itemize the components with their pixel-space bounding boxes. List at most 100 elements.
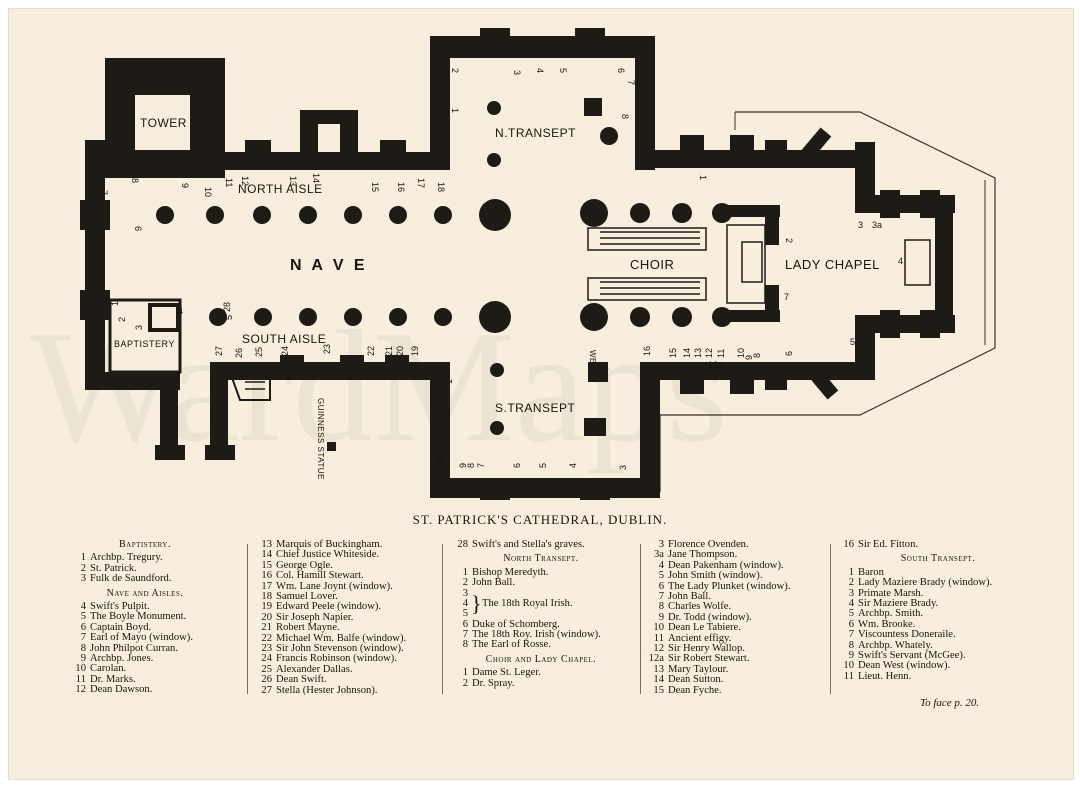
column-divider — [442, 544, 443, 694]
plan-number-south-transept: 9 — [458, 463, 468, 468]
plan-number-south-wall: 26 — [234, 348, 244, 358]
plan-number-choir-south: 11 — [716, 349, 726, 358]
plan-number-north-transept: 3 — [512, 70, 522, 75]
plan-number-lady-chapel: 3a — [872, 220, 882, 230]
plan-number-south-transept: 6 — [512, 463, 522, 468]
plan-number-south-transept: 8 — [466, 463, 476, 468]
plan-number-north-wall: 12 — [240, 176, 250, 186]
plan-number-north-wall: 13 — [288, 176, 298, 186]
cathedral-floor-plan: WardMaps — [30, 28, 996, 500]
plan-number-south-wall: 27 — [214, 346, 224, 356]
label-n-transept: N.TRANSEPT — [495, 126, 576, 140]
plan-number-north-wall: 7 — [99, 190, 109, 195]
plan-number-south-transept: 5 — [538, 463, 548, 468]
plan-number-north-transept: 7 — [626, 80, 636, 85]
plan-number-north-transept: 8 — [620, 114, 630, 119]
plan-number-north-transept: 5 — [558, 68, 568, 73]
plan-number-baptistery: 3 — [134, 325, 144, 330]
plan-number-baptistery: 28 — [222, 302, 232, 312]
plan-number-choir-south: 16 — [642, 346, 652, 356]
plan-number-choir-south: 12a — [708, 360, 723, 370]
legend-heading-nave-aisles: Nave and Aisles. — [106, 587, 184, 599]
label-s-transept: S.TRANSEPT — [495, 401, 576, 415]
plan-number-choir-south: 6 — [784, 351, 794, 356]
plan-number-north-wall: 14 — [311, 173, 321, 183]
label-nave: N A V E — [290, 257, 368, 274]
plan-number-north-wall: 10 — [203, 187, 213, 197]
plan-number-north-wall: 17 — [416, 178, 426, 188]
label-guinness-statue: GUINNESS STATUE — [316, 398, 325, 480]
legend-heading-south-transept: South Transept. — [900, 553, 976, 565]
plan-number-north-wall: 15 — [370, 182, 380, 192]
walls — [80, 28, 955, 500]
plan-number-north-transept: 2 — [450, 68, 460, 73]
plan-number-baptistery: 4 — [178, 306, 183, 316]
plan-number-baptistery: 5 — [224, 315, 234, 320]
label-north-aisle: NORTH AISLE — [238, 182, 323, 196]
plan-number-south-wall: 24 — [280, 346, 290, 356]
plan-number-baptistery: 2 — [117, 317, 127, 322]
plan-number-baptistery: 6 — [133, 226, 143, 231]
baptistery-room — [108, 298, 182, 374]
plan-number-south-transept: 11 — [434, 456, 444, 465]
label-lady-chapel: LADY CHAPEL — [785, 257, 880, 272]
plan-number-south-transept: 1 — [444, 379, 454, 384]
plan-number-lady-chapel: 2 — [784, 238, 794, 243]
plan-number-choir-south: 10 — [736, 348, 746, 358]
column-divider — [640, 544, 641, 694]
label-choir: CHOIR — [630, 257, 674, 272]
plan-number-north-transept: 4 — [535, 68, 545, 73]
plan-number-choir-south: 9 — [744, 355, 754, 360]
plan-number-south-transept: 4 — [568, 463, 578, 468]
nave-piers — [156, 98, 732, 451]
plan-number-north-wall: 18 — [436, 182, 446, 192]
plan-number-south-transept: 7 — [476, 463, 486, 468]
label-baptistery: BAPTISTERY — [114, 339, 175, 349]
column-divider — [247, 544, 248, 694]
plan-number-south-transept: 3 — [618, 465, 628, 470]
legend-heading-north-transept: North Transept. — [503, 553, 579, 565]
plan-number-south-wall: 25 — [254, 347, 264, 357]
